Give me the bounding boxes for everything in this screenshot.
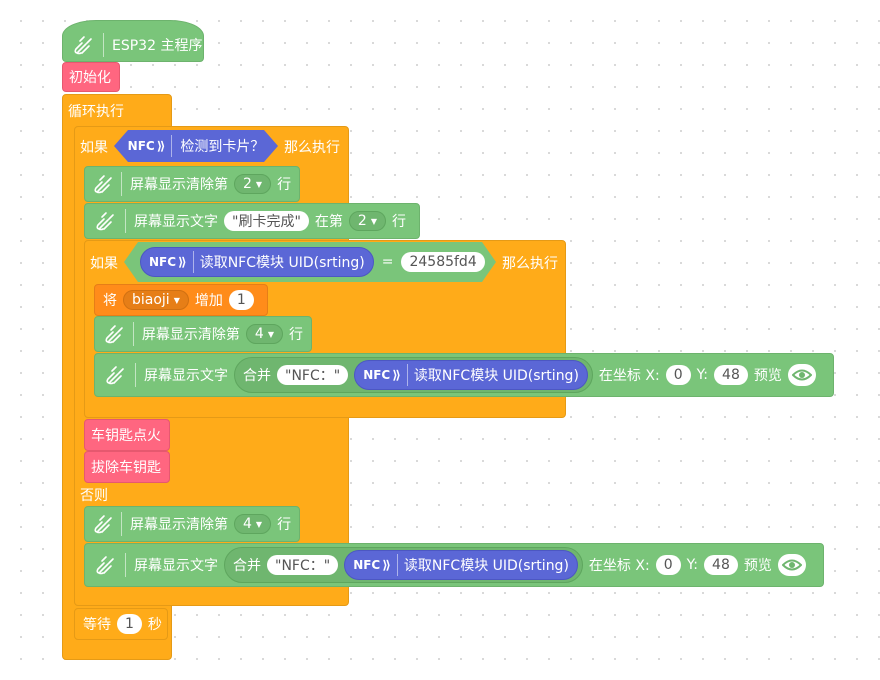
coord-y-label: Y:: [686, 557, 699, 573]
line-suffix: 行: [277, 177, 292, 193]
clear-line-label: 屏幕显示清除第: [141, 327, 240, 343]
wait-block[interactable]: 等待 1 秒: [74, 608, 168, 640]
display-icon: [93, 512, 122, 536]
at-line-label: 在第: [314, 214, 343, 230]
nfc-tag: NFC⟫: [149, 251, 194, 273]
nfc-wave-icon: ⟫: [156, 139, 166, 153]
preview-eye-icon[interactable]: [777, 554, 806, 576]
clear-line-block-1[interactable]: 屏幕显示清除第 2▼ 行: [84, 166, 300, 202]
show-text-at-coords-block-1[interactable]: 屏幕显示文字 合并 "NFC：" NFC⟫ 读取NFC模块 UID(srting…: [94, 353, 834, 397]
clear-line-label: 屏幕显示清除第: [130, 517, 228, 533]
line-number-dropdown[interactable]: 4▼: [245, 324, 283, 344]
init-block[interactable]: 初始化: [62, 62, 120, 92]
nfc-wave-icon: ⟫: [178, 255, 187, 269]
wait-value-input[interactable]: 1: [117, 614, 142, 634]
line-number-dropdown[interactable]: 2▼: [234, 174, 272, 194]
read-uid-label: 读取NFC模块 UID(srting): [403, 558, 569, 574]
if2-label: 如果: [90, 256, 118, 272]
uid-compare-condition[interactable]: NFC⟫ 读取NFC模块 UID(srting) = 24585fd4: [124, 242, 496, 282]
coord-x-label: 在坐标 X:: [598, 368, 660, 384]
x-input[interactable]: 0: [655, 555, 681, 575]
display-icon: [93, 553, 126, 577]
loop-label: 循环执行: [68, 104, 124, 120]
dropdown-caret-icon: ▼: [255, 519, 263, 529]
init-label: 初始化: [69, 70, 111, 86]
if1-then-label: 那么执行: [284, 140, 340, 156]
nfc-text-input[interactable]: "NFC：": [277, 365, 349, 385]
join-reporter[interactable]: 合并 "NFC：" NFC⟫ 读取NFC模块 UID(srting): [234, 357, 593, 393]
card-detected-condition[interactable]: NFC⟫ 检测到卡片？: [114, 130, 278, 162]
show-text-label: 屏幕显示文字: [134, 558, 218, 574]
clear-line-block-2[interactable]: 屏幕显示清除第 4▼ 行: [94, 316, 312, 352]
show-text-label: 屏幕显示文字: [144, 368, 228, 384]
join-label: 合并: [233, 558, 261, 574]
variable-dropdown[interactable]: biaoji▼: [123, 290, 189, 310]
esp32-board-icon: [71, 33, 104, 57]
set-label: 将: [103, 293, 117, 309]
display-icon: [103, 322, 134, 346]
car-key-ignite-block[interactable]: 车钥匙点火: [84, 419, 170, 451]
y-input[interactable]: 48: [704, 555, 738, 575]
line-suffix: 行: [391, 214, 406, 230]
compare-value-input[interactable]: 24585fd4: [401, 252, 484, 272]
x-input[interactable]: 0: [665, 365, 691, 385]
display-icon: [93, 209, 126, 233]
read-uid-reporter[interactable]: NFC⟫ 读取NFC模块 UID(srting): [344, 550, 578, 580]
hat-label: ESP32 主程序: [112, 38, 203, 54]
y-input[interactable]: 48: [714, 365, 748, 385]
read-uid-label: 读取NFC模块 UID(srting): [413, 368, 579, 384]
display-icon: [93, 172, 122, 196]
join-label: 合并: [243, 368, 271, 384]
dropdown-caret-icon: ▼: [173, 295, 180, 305]
remove-label: 拔除车钥匙: [91, 460, 161, 476]
dropdown-caret-icon: ▼: [370, 216, 377, 226]
read-uid-reporter[interactable]: NFC⟫ 读取NFC模块 UID(srting): [140, 247, 374, 277]
nfc-tag: NFC⟫: [363, 364, 408, 386]
nfc-wave-icon: ⟫: [392, 368, 401, 382]
join-reporter[interactable]: 合并 "NFC：" NFC⟫ 读取NFC模块 UID(srting): [224, 547, 583, 583]
read-uid-reporter[interactable]: NFC⟫ 读取NFC模块 UID(srting): [354, 360, 588, 390]
nfc-wave-icon: ⟫: [382, 558, 391, 572]
clear-line-label: 屏幕显示清除第: [130, 177, 228, 193]
wait-unit: 秒: [147, 617, 162, 633]
change-variable-block[interactable]: 将 biaoji▼ 增加 1: [94, 284, 268, 316]
clear-line-block-3[interactable]: 屏幕显示清除第 4▼ 行: [84, 506, 300, 542]
at-line-dropdown[interactable]: 2▼: [348, 211, 386, 231]
nfc-tag: NFC⟫: [128, 135, 173, 157]
show-text-block[interactable]: 屏幕显示文字 "刷卡完成" 在第 2▼ 行: [84, 203, 420, 239]
add-value-input[interactable]: 1: [228, 290, 254, 310]
line-suffix: 行: [289, 327, 303, 343]
display-icon: [103, 363, 136, 387]
read-uid-label: 读取NFC模块 UID(srting): [199, 255, 365, 271]
remove-car-key-block[interactable]: 拔除车钥匙: [84, 451, 170, 483]
dropdown-caret-icon: ▼: [255, 179, 263, 189]
line-number-dropdown[interactable]: 4▼: [234, 514, 272, 534]
wait-label: 等待: [83, 617, 111, 633]
if1-label: 如果: [80, 140, 108, 156]
nfc-text-input[interactable]: "NFC：": [267, 555, 339, 575]
if2-then-label: 那么执行: [502, 256, 558, 272]
coord-y-label: Y:: [696, 367, 709, 383]
line-suffix: 行: [277, 517, 292, 533]
coord-x-label: 在坐标 X:: [588, 558, 650, 574]
show-text-at-coords-block-2[interactable]: 屏幕显示文字 合并 "NFC：" NFC⟫ 读取NFC模块 UID(srting…: [84, 543, 824, 587]
add-label: 增加: [194, 293, 223, 309]
equals-sign: =: [381, 254, 394, 270]
show-text-label: 屏幕显示文字: [134, 214, 218, 230]
nfc-tag: NFC⟫: [353, 554, 398, 576]
else-label: 否则: [80, 488, 108, 504]
ignite-label: 车钥匙点火: [91, 428, 161, 444]
condition-label: 检测到卡片？: [180, 139, 265, 155]
dropdown-caret-icon: ▼: [267, 329, 274, 339]
preview-label: 预览: [743, 558, 772, 574]
text-input[interactable]: "刷卡完成": [224, 211, 309, 231]
main-program-hat-block[interactable]: ESP32 主程序: [62, 20, 204, 62]
preview-label: 预览: [753, 368, 782, 384]
preview-eye-icon[interactable]: [787, 364, 816, 386]
